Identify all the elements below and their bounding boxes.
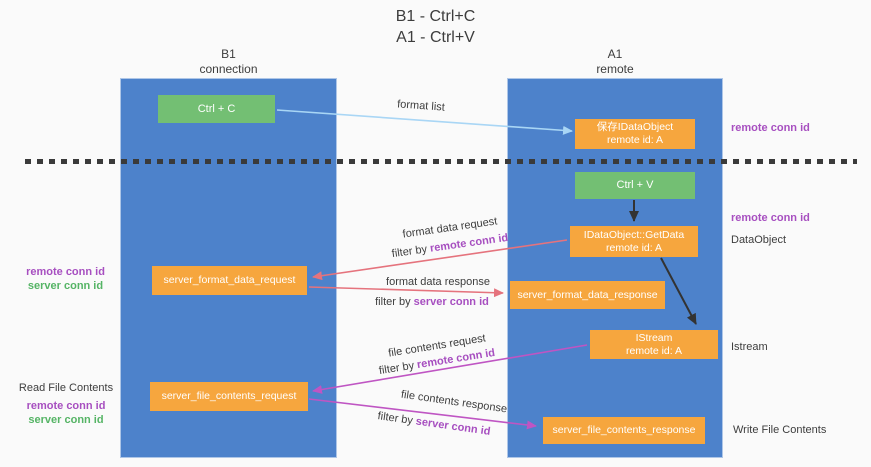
getdata-line1: IDataObject::GetData [583,228,685,241]
istream-side-label: Istream [731,341,768,353]
title-line-2: A1 - Ctrl+V [396,29,475,46]
idataobject-getdata-box: IDataObject::GetData remote id: A [570,226,698,257]
server-format-data-response-label: server_format_data_response [517,288,658,301]
server-file-contents-request-label: server_file_contents_request [161,390,297,402]
server-format-data-request-label: server_format_data_request [163,274,296,286]
arrow-format-data-response [308,286,504,298]
lifeline-b1-role: connection [199,62,258,76]
format-data-response-label: format data response [386,276,490,288]
arrow-file-contents-response [308,398,537,430]
ctrl-c-box: Ctrl + C [158,95,275,123]
write-file-contents-label: Write File Contents [733,424,827,436]
server-conn-id-label-file: server conn id [28,414,104,426]
arrow-format-data-request [312,239,568,281]
title-line-1: B1 - Ctrl+C [395,8,476,25]
server-file-contents-response-box: server_file_contents_response [543,417,705,444]
ctrl-c-label: Ctrl + C [197,102,236,115]
istream-line1: IStream [635,331,673,344]
remote-conn-id-label-file: remote conn id [26,400,106,412]
server-file-contents-request-box: server_file_contents_request [150,382,308,411]
lifeline-a1-name: A1 [607,47,623,61]
lifeline-header-a1: A1 remote [507,47,723,77]
ctrl-v-box: Ctrl + V [575,172,695,199]
istream-line2: remote id: A [625,344,683,357]
diagram-title: B1 - Ctrl+C A1 - Ctrl+V [0,6,871,48]
server-file-contents-response-label: server_file_contents_response [552,424,696,436]
filter-key-server-conn-id: server conn id [413,296,489,308]
remote-conn-id-label-paste: remote conn id [731,212,810,224]
format-data-response-filter-label: filter by server conn id [367,296,497,308]
save-dataobject-box: 保存IDataObject remote id: A [575,119,695,149]
server-format-data-request-box: server_format_data_request [152,266,307,295]
left-file-conn-id-labels: Read File Contents remote conn id server… [12,381,120,427]
remote-conn-id-label-save: remote conn id [731,122,810,134]
lifeline-a1-role: remote [596,62,634,76]
lifeline-header-b1: B1 connection [120,47,337,77]
divider-dashed-line [25,159,857,164]
read-file-contents-label: Read File Contents [18,382,114,394]
lifeline-b1-name: B1 [221,47,236,61]
arrow-format-list [276,109,573,135]
ctrl-v-label: Ctrl + V [616,179,654,191]
remote-conn-id-label-format: remote conn id [26,266,105,278]
istream-box: IStream remote id: A [590,330,718,359]
save-dataobject-line1: 保存IDataObject [596,121,674,133]
dataobject-label: DataObject [731,234,787,246]
save-dataobject-line2: remote id: A [606,134,664,146]
filter-by-text: filter by [375,296,411,308]
getdata-line2: remote id: A [605,241,663,254]
left-format-conn-id-labels: remote conn id server conn id [18,265,113,293]
server-conn-id-label-format: server conn id [27,280,104,292]
arrow-file-contents-request [312,344,588,394]
arrow-getdata-to-istream [660,257,697,325]
server-format-data-response-box: server_format_data_response [510,281,665,309]
